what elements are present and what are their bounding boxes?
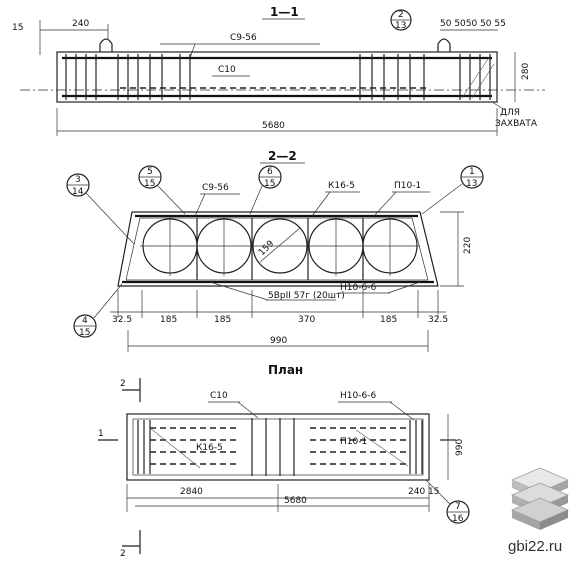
plan-central-mesh xyxy=(251,418,295,476)
callout-1-13: 1 13 xyxy=(421,165,484,215)
ribs xyxy=(196,218,364,280)
mark-n10-6-6-section: Н10-6-6 xyxy=(340,283,376,293)
svg-text:16: 16 xyxy=(452,514,464,524)
watermark-logo: gbi22.ru xyxy=(508,467,570,555)
svg-text:13: 13 xyxy=(395,21,406,31)
mark-k16-5: К16-5 xyxy=(328,181,355,191)
svg-text:1: 1 xyxy=(469,167,475,177)
mark-n10-6-6-plan: Н10-6-6 xyxy=(340,391,376,401)
mark-p10-1-plan: П10-1 xyxy=(340,437,367,447)
void-centerlines xyxy=(140,216,420,276)
dim-240: 240 xyxy=(72,19,89,29)
callout-7-16: 7 16 xyxy=(425,479,470,524)
slab-cross-section xyxy=(117,211,439,287)
svg-text:15: 15 xyxy=(264,179,275,189)
mark-k16-5-plan: К16-5 xyxy=(196,443,223,453)
dim-2840: 2840 xyxy=(180,487,203,497)
callout-2-13: 2 13 xyxy=(390,9,412,31)
dim-185-3: 185 xyxy=(380,315,397,325)
dim-length-5680: 5680 xyxy=(262,121,285,131)
dim-370: 370 xyxy=(298,315,315,325)
dim-32-5-left: 32.5 xyxy=(112,315,132,325)
dim-5680-plan: 5680 xyxy=(284,496,307,506)
lift-note-2: ЗАХВАТА xyxy=(495,119,538,129)
svg-text:15: 15 xyxy=(144,179,155,189)
beam-elevation-outline xyxy=(56,51,498,103)
svg-text:13: 13 xyxy=(466,179,477,189)
svg-text:2: 2 xyxy=(398,10,404,20)
dim-plan-width-990: 990 xyxy=(455,439,465,456)
mark-c9-56-section: С9-56 xyxy=(202,183,229,193)
svg-text:6: 6 xyxy=(267,167,273,177)
dim-diameter-159: 159 xyxy=(257,239,276,258)
dim-240-15: 240 15 xyxy=(408,487,440,497)
callout-3-14: 3 14 xyxy=(66,173,135,245)
plan-view: План 2 1 xyxy=(98,363,470,559)
stirrups-right xyxy=(359,54,491,100)
callout-5-15: 5 15 xyxy=(138,165,186,215)
dim-left-offset: 15 xyxy=(12,23,23,33)
svg-text:14: 14 xyxy=(72,187,84,197)
dim-185-1: 185 xyxy=(160,315,177,325)
svg-text:7: 7 xyxy=(455,502,461,512)
dim-spacing-top: 50 5050 50 55 xyxy=(440,19,506,29)
mark-c9-56: С9-56 xyxy=(230,33,257,43)
diameter-leader xyxy=(259,227,301,263)
rebar-note: 5ВрII 57г (20шт) xyxy=(268,291,345,301)
stirrups-left xyxy=(65,54,191,100)
dim-height-220: 220 xyxy=(463,237,473,254)
cut-mark-2-top: 2 xyxy=(120,379,126,389)
mark-c10-plan: С10 xyxy=(210,391,228,401)
callout-4-15: 4 15 xyxy=(73,283,123,338)
section-1-1-title: 1—1 xyxy=(270,5,299,19)
dim-height-280: 280 xyxy=(521,63,531,80)
dim-185-2: 185 xyxy=(214,315,231,325)
mark-p10-1: П10-1 xyxy=(394,181,421,191)
plan-title: План xyxy=(268,363,303,377)
svg-text:3: 3 xyxy=(75,175,81,185)
plan-outline xyxy=(126,413,430,481)
cut-mark-2-bottom: 2 xyxy=(120,549,126,559)
callout-6-15: 6 15 xyxy=(249,165,282,215)
lift-note-1: ДЛЯ xyxy=(500,108,520,118)
mark-c10: С10 xyxy=(218,65,236,75)
lifting-loop-right xyxy=(437,38,451,52)
svg-text:4: 4 xyxy=(82,316,88,326)
lifting-loop-left xyxy=(99,38,113,52)
section-2-2: 2—2 159 3 xyxy=(66,149,484,352)
watermark-text: gbi22.ru xyxy=(508,538,562,555)
dim-32-5-right: 32.5 xyxy=(428,315,448,325)
dim-width-990: 990 xyxy=(270,336,287,346)
svg-text:5: 5 xyxy=(147,167,153,177)
reinforcement-cage xyxy=(125,217,429,281)
cut-mark-1-left: 1 xyxy=(98,429,104,439)
section-2-2-title: 2—2 xyxy=(268,149,297,163)
section-1-1: 1—1 15 240 xyxy=(12,5,545,136)
plan-end-cages xyxy=(137,420,423,474)
svg-text:15: 15 xyxy=(79,328,90,338)
